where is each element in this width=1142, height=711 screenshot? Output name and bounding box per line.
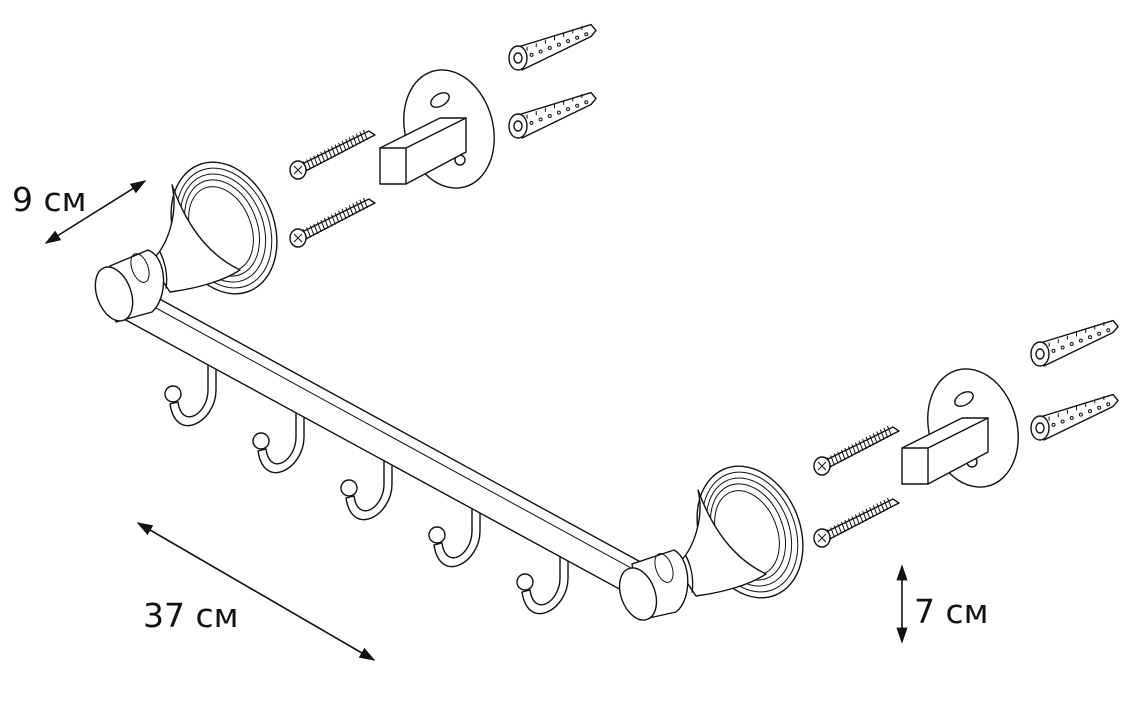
left-wall-flange (149, 161, 278, 295)
length-dimension-label: 37 см (143, 596, 239, 635)
wall-plug (1030, 393, 1119, 441)
wall-plug (508, 23, 597, 71)
wall-plug (1030, 319, 1119, 367)
left-mounting-bracket (379, 69, 495, 189)
towel-bar (121, 284, 649, 599)
screw (813, 497, 900, 548)
right-wall-flange (675, 465, 804, 599)
depth-dimension-label: 9 см (12, 180, 87, 219)
right-end-cap (618, 549, 689, 621)
screw (289, 197, 376, 248)
dowels-group (508, 23, 1119, 441)
length-dimension-arrow (136, 522, 376, 661)
right-mounting-bracket (901, 368, 1019, 488)
wall-plug (508, 91, 597, 139)
screws-group (289, 129, 900, 548)
height-dimension-label: 7 см (914, 592, 989, 631)
screw (289, 129, 376, 180)
hooks-group (164, 337, 569, 615)
left-end-cap (94, 249, 165, 323)
depth-dimension-arrow (44, 180, 147, 244)
screw (813, 425, 900, 476)
